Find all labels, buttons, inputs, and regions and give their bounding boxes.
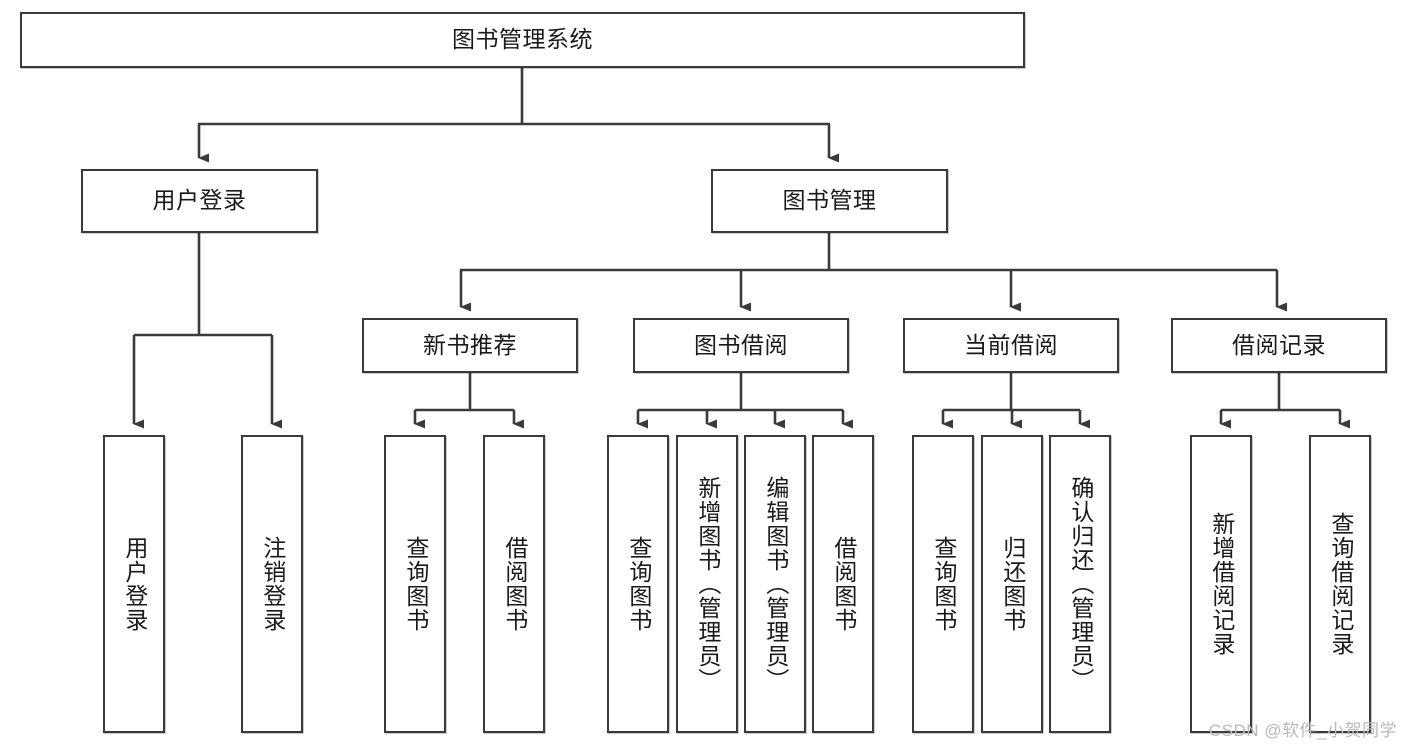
node-leaf-bb-add-book[interactable]: 新增图书（管理员）: [676, 435, 738, 733]
node-leaf-logout-label: 注销登录: [259, 536, 286, 632]
node-root-system[interactable]: 图书管理系统: [20, 12, 1025, 68]
node-user-login-label: 用户登录: [152, 187, 247, 214]
node-root-system-label: 图书管理系统: [452, 26, 593, 53]
node-new-book-recommend-label: 新书推荐: [423, 331, 517, 358]
node-leaf-bb-edit-book-label: 编辑图书（管理员）: [762, 476, 789, 692]
node-book-borrow-label: 图书借阅: [694, 331, 788, 358]
node-leaf-bb-query-book[interactable]: 查询图书: [607, 435, 669, 733]
node-leaf-nbr-query-book[interactable]: 查询图书: [384, 435, 446, 733]
node-leaf-br-add-record-label: 新增借阅记录: [1208, 512, 1235, 656]
node-leaf-bb-add-book-label: 新增图书（管理员）: [694, 476, 721, 692]
node-leaf-cb-return-book-label: 归还图书: [999, 536, 1026, 632]
node-current-borrow[interactable]: 当前借阅: [903, 318, 1119, 373]
node-borrow-record-label: 借阅记录: [1232, 331, 1326, 358]
node-leaf-user-login-label: 用户登录: [121, 536, 148, 632]
node-leaf-cb-confirm-return-label: 确认归还（管理员）: [1067, 476, 1094, 692]
node-leaf-user-login[interactable]: 用户登录: [103, 435, 165, 733]
node-leaf-bb-query-book-label: 查询图书: [625, 536, 652, 632]
node-leaf-cb-query-book-label: 查询图书: [930, 536, 957, 632]
node-book-management-label: 图书管理: [782, 187, 877, 214]
node-current-borrow-label: 当前借阅: [964, 331, 1058, 358]
node-new-book-recommend[interactable]: 新书推荐: [362, 318, 578, 373]
node-leaf-bb-borrow-book[interactable]: 借阅图书: [812, 435, 874, 733]
node-leaf-cb-return-book[interactable]: 归还图书: [981, 435, 1043, 733]
node-leaf-bb-borrow-book-label: 借阅图书: [830, 536, 857, 632]
node-leaf-cb-confirm-return[interactable]: 确认归还（管理员）: [1049, 435, 1111, 733]
node-leaf-nbr-borrow-book[interactable]: 借阅图书: [483, 435, 545, 733]
node-leaf-br-query-record-label: 查询借阅记录: [1327, 512, 1354, 656]
node-borrow-record[interactable]: 借阅记录: [1171, 318, 1387, 373]
node-leaf-cb-query-book[interactable]: 查询图书: [912, 435, 974, 733]
node-leaf-br-query-record[interactable]: 查询借阅记录: [1309, 435, 1371, 733]
node-book-borrow[interactable]: 图书借阅: [633, 318, 849, 373]
node-leaf-bb-edit-book[interactable]: 编辑图书（管理员）: [744, 435, 806, 733]
node-user-login[interactable]: 用户登录: [81, 169, 318, 233]
node-leaf-logout[interactable]: 注销登录: [241, 435, 303, 733]
node-leaf-nbr-borrow-book-label: 借阅图书: [501, 536, 528, 632]
node-leaf-nbr-query-book-label: 查询图书: [402, 536, 429, 632]
node-book-management[interactable]: 图书管理: [711, 169, 948, 233]
node-leaf-br-add-record[interactable]: 新增借阅记录: [1190, 435, 1252, 733]
